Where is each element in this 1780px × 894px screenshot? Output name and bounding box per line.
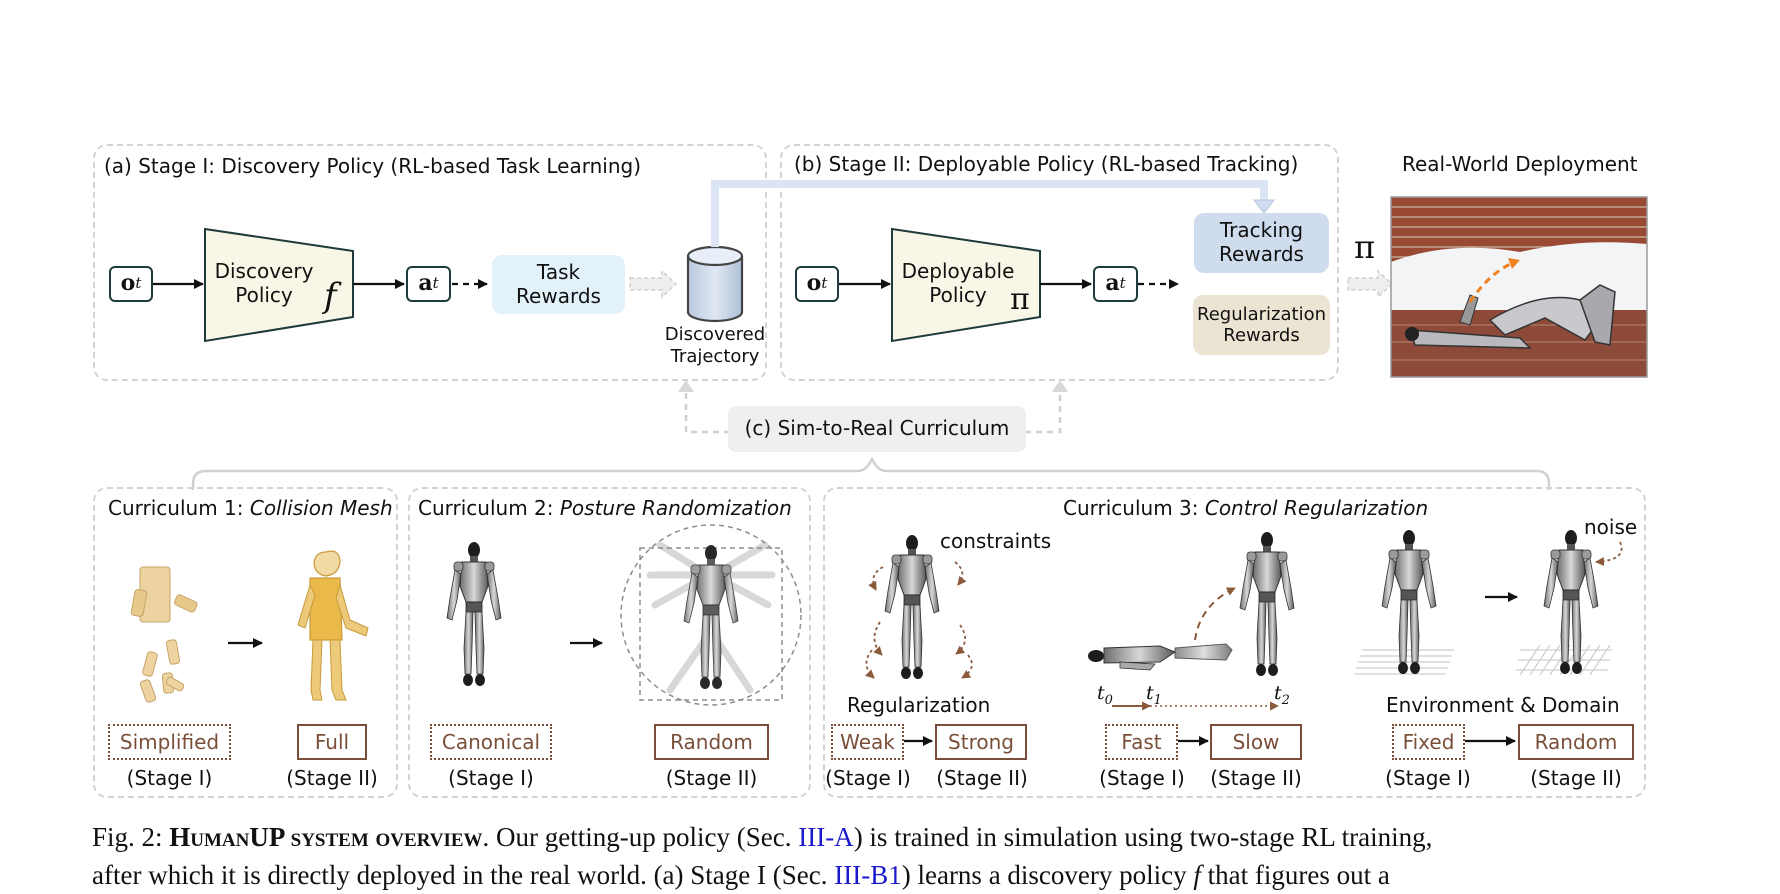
simplified-mesh-figure (130, 566, 198, 703)
real-world-photo (1390, 196, 1648, 378)
slow-stage-ii: (Stage II) (1210, 766, 1302, 790)
deployable-policy-label: Deployable Policy (901, 259, 1015, 307)
full-tag: Full (297, 724, 367, 760)
noise-label: noise (1584, 515, 1638, 539)
deploy-policy-symbol: π (1354, 228, 1376, 266)
curriculum1-stage-ii: (Stage II) (286, 766, 378, 790)
strong-stage-ii: (Stage II) (936, 766, 1028, 790)
discovered-trajectory-label: Discovered Trajectory (664, 324, 766, 367)
fast-tag: Fast (1105, 724, 1178, 760)
random-environment-robot (1516, 529, 1612, 676)
canonical-tag: Canonical (430, 724, 552, 760)
random-domain-tag: Random (1518, 724, 1634, 760)
time-t2-label: t2 (1274, 682, 1290, 708)
full-mesh-figure (297, 550, 369, 701)
stage1-title: (a) Stage I: Discovery Policy (RL-based … (104, 154, 642, 178)
curriculum2-stage-i: (Stage I) (448, 766, 534, 790)
random-posture-tag: Random (654, 724, 769, 760)
fast-stage-i: (Stage I) (1099, 766, 1185, 790)
curriculum1-panel (93, 487, 398, 798)
fixed-environment-robot (1354, 529, 1454, 675)
discovery-policy-symbol: f (324, 276, 337, 316)
strong-tag: Strong (935, 724, 1027, 760)
random-posture-figure (620, 524, 802, 706)
fixed-stage-i: (Stage I) (1385, 766, 1471, 790)
lying-robot (1088, 643, 1233, 671)
caption-line2: after which it is directly deployed in t… (92, 860, 1390, 890)
canonical-robot (446, 541, 502, 687)
time-t1-label: t1 (1146, 682, 1162, 708)
deployable-policy-shape (891, 227, 1041, 343)
database-icon (686, 245, 744, 323)
system-name: HumanUP system overview (169, 822, 483, 852)
stage2-title: (b) Stage II: Deployable Policy (RL-base… (794, 152, 1299, 176)
environment-domain-label: Environment & Domain (1386, 693, 1620, 717)
slow-tag: Slow (1210, 724, 1302, 760)
curriculum2-panel (408, 487, 811, 798)
tracking-rewards-box: Tracking Rewards (1194, 213, 1329, 273)
weak-tag: Weak (831, 724, 904, 760)
figure-caption: Fig. 2: HumanUP system overview. Our get… (92, 818, 1652, 894)
constraints-label: constraints (940, 529, 1052, 553)
caption-line1: Fig. 2: HumanUP system overview. Our get… (92, 822, 1433, 852)
stage1-panel (93, 144, 767, 381)
regularization-robot (884, 534, 940, 680)
standing-robot (1239, 531, 1295, 677)
curriculum1-stage-i: (Stage I) (126, 766, 213, 790)
curriculum2-stage-ii: (Stage II) (665, 766, 758, 790)
curriculum1-title: Curriculum 1: Collision Mesh (108, 496, 393, 520)
ref-iii-a-link[interactable]: III-A (798, 822, 854, 852)
deployable-policy-symbol: π (1010, 282, 1030, 317)
random-stage-ii: (Stage II) (1530, 766, 1622, 790)
stage2-panel (780, 144, 1339, 381)
curriculum3-title: Curriculum 3: Control Regularization (1063, 496, 1429, 520)
discovery-policy-shape (204, 227, 354, 343)
fixed-tag: Fixed (1392, 724, 1465, 760)
time-t0-label: t0 (1097, 682, 1113, 708)
ref-iii-b1-link[interactable]: III-B1 (834, 860, 902, 890)
deploy-title: Real-World Deployment (1402, 152, 1638, 176)
weak-stage-i: (Stage I) (825, 766, 911, 790)
curriculum3-panel (823, 487, 1646, 798)
regularization-label: Regularization (847, 693, 991, 717)
simplified-tag: Simplified (108, 724, 231, 760)
regularization-rewards-box: Regularization Rewards (1193, 295, 1330, 355)
task-rewards-box: Task Rewards (492, 255, 625, 314)
discovery-policy-label: Discovery Policy (214, 259, 314, 307)
curriculum-header: (c) Sim-to-Real Curriculum (728, 406, 1026, 452)
curriculum2-title: Curriculum 2: Posture Randomization (418, 496, 792, 520)
